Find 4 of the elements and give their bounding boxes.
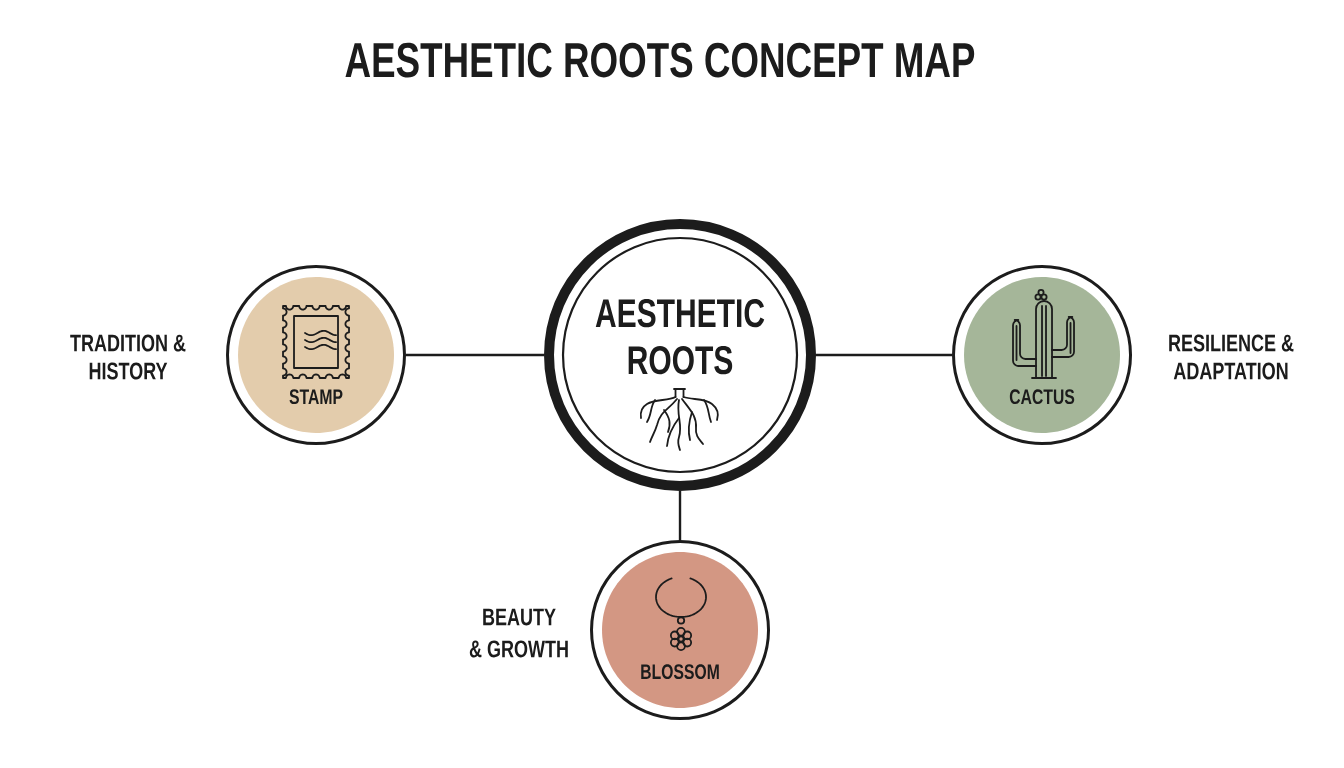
title: AESTHETIC ROOTS CONCEPT MAP	[345, 42, 975, 78]
side-label: TRADITION & HISTORY	[70, 334, 186, 380]
side-label: BEAUTY & GROWTH	[469, 608, 568, 658]
side-label: RESILIENCE & ADAPTATION	[1169, 334, 1294, 380]
